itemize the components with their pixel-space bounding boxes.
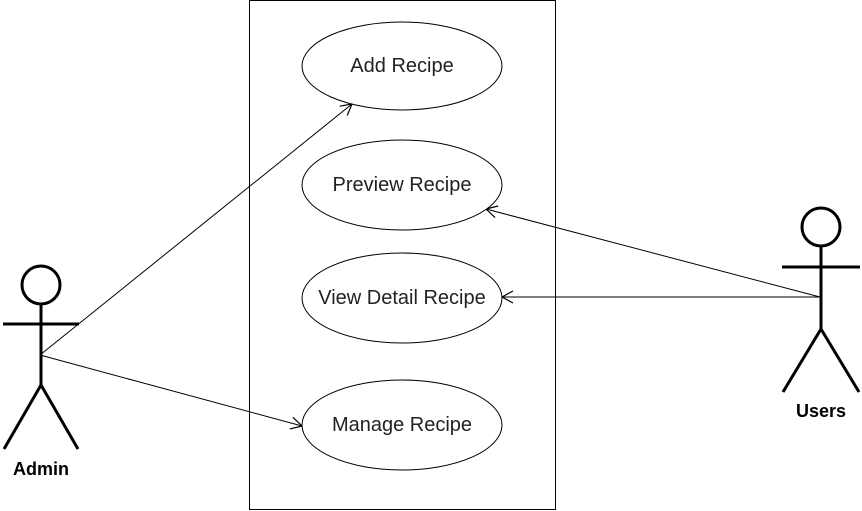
usecase-add-recipe[interactable]: Add Recipe: [301, 21, 503, 111]
actor-label: Admin: [13, 459, 69, 479]
usecase-view-detail-recipe[interactable]: View Detail Recipe: [301, 252, 503, 344]
usecase-preview-recipe[interactable]: Preview Recipe: [301, 139, 503, 231]
associations: [39, 103, 821, 430]
actor-label: Users: [796, 401, 846, 421]
association-admin-manage-recipe: [39, 354, 304, 430]
usecase-label: Manage Recipe: [332, 414, 472, 436]
actor-users[interactable]: Users: [781, 206, 861, 421]
association-users-preview-recipe: [484, 205, 821, 298]
stick-figure-icon: [781, 206, 861, 393]
actor-admin[interactable]: Admin: [2, 264, 80, 479]
usecase-manage-recipe[interactable]: Manage Recipe: [301, 379, 503, 471]
usecase-label: Add Recipe: [350, 55, 453, 77]
usecase-ellipse: [301, 21, 503, 111]
usecase-ellipse: [301, 139, 503, 231]
usecase-ellipse: [301, 252, 503, 344]
stick-figure-icon: [2, 264, 80, 450]
usecase-label: Preview Recipe: [333, 174, 472, 196]
usecase-label: View Detail Recipe: [318, 287, 486, 309]
usecase-ellipse: [301, 379, 503, 471]
association-admin-add-recipe: [39, 103, 353, 356]
